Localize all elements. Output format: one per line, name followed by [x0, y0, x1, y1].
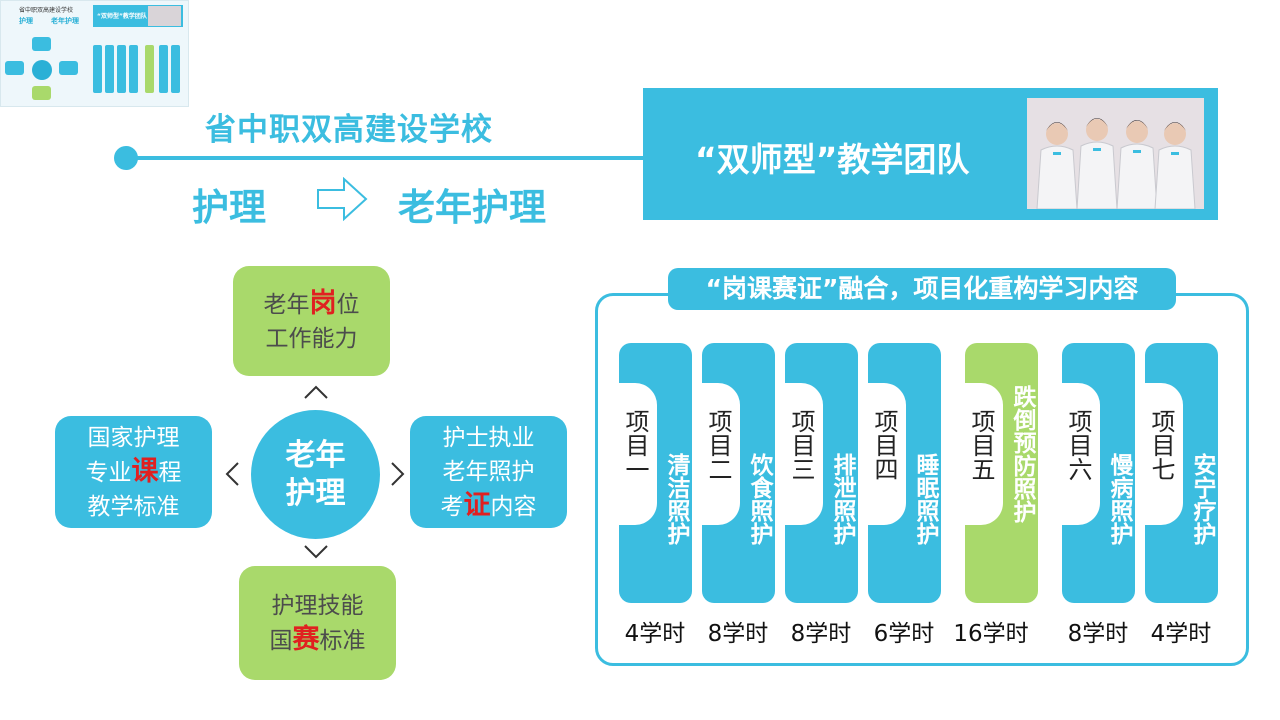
thumb-column	[145, 45, 154, 93]
project-name: 清洁照护	[663, 453, 689, 545]
hollow-right-arrow-icon	[317, 177, 368, 221]
project-tab	[1145, 383, 1183, 525]
text-span: 内容	[490, 493, 537, 520]
project-number: 项目五	[967, 409, 995, 481]
project-card-1[interactable]: 项目一 清洁照护	[619, 343, 692, 603]
chevron-right-icon	[391, 462, 405, 486]
thumb-school: 省中职双高建设学校	[19, 7, 74, 14]
text-span: 国	[269, 627, 293, 654]
thumb-to: 老年护理	[51, 17, 79, 25]
from-major-label: 护理	[192, 186, 266, 229]
project-name: 饮食照护	[746, 453, 772, 545]
text-span: 程	[158, 459, 182, 486]
project-hours-1: 4学时	[624, 621, 686, 647]
project-name: 跌倒预防照护	[1009, 385, 1035, 523]
slide-thumbnail[interactable]: 省中职双高建设学校 护理 老年护理 “双师型”教学团队	[0, 0, 189, 107]
highlight-char-ke: 课	[131, 455, 159, 487]
project-tab	[785, 383, 823, 525]
highlight-char-zheng: 证	[463, 489, 491, 521]
project-hours-4: 6学时	[873, 621, 935, 647]
chevron-left-icon	[225, 462, 239, 486]
thumb-column	[105, 45, 114, 93]
project-tab	[868, 383, 906, 525]
project-card-4[interactable]: 项目四 睡眠照护	[868, 343, 941, 603]
center-line2: 护理	[285, 475, 346, 511]
chevron-up-icon	[304, 385, 328, 399]
project-name: 睡眠照护	[912, 453, 938, 545]
certificate-line3: 考证内容	[441, 489, 537, 524]
timeline-dot	[114, 146, 138, 170]
course-standard-line2: 专业课程	[86, 455, 182, 490]
text-span: 专业	[85, 459, 132, 486]
project-tab	[619, 383, 657, 525]
thumb-column	[171, 45, 180, 93]
text-span: 标准	[319, 627, 366, 654]
course-standard-line3: 教学标准	[87, 493, 180, 520]
project-number: 项目四	[870, 409, 898, 481]
text-span: 考	[440, 493, 464, 520]
thumb-team-photo	[148, 6, 181, 26]
thumb-column	[159, 45, 168, 93]
thumb-column	[93, 45, 102, 93]
panel-title: “岗课赛证”融合，项目化重构学习内容	[705, 274, 1139, 303]
project-tab	[1062, 383, 1100, 525]
panel-title-bar	[668, 268, 1176, 310]
competition-line1: 护理技能	[271, 592, 364, 619]
timeline-line	[130, 156, 645, 160]
project-number: 项目七	[1147, 409, 1175, 481]
team-title: “双师型”教学团队	[695, 140, 970, 179]
text-span: 位	[336, 291, 360, 318]
project-hours-6: 8学时	[1067, 621, 1129, 647]
chevron-down-icon	[304, 545, 328, 559]
project-name: 安宁疗护	[1189, 453, 1215, 545]
certificate-box: 护士执业 老年照护 考证内容	[410, 416, 567, 528]
team-photo-figures	[1027, 98, 1204, 209]
job-ability-line2: 工作能力	[265, 325, 358, 352]
center-line1: 老年	[285, 437, 346, 473]
project-number: 项目二	[704, 409, 732, 481]
thumb-center-circle	[32, 60, 52, 80]
competition-box: 护理技能 国赛标准	[239, 566, 396, 680]
certificate-line1: 护士执业	[442, 424, 535, 451]
text-span: 老年	[263, 291, 310, 318]
project-number: 项目一	[621, 409, 649, 481]
project-hours-5: 16学时	[953, 621, 1029, 647]
project-number: 项目六	[1064, 409, 1092, 481]
project-tab	[965, 383, 1003, 525]
school-title: 省中职双高建设学校	[205, 112, 493, 148]
project-card-6[interactable]: 项目六 慢病照护	[1062, 343, 1135, 603]
certificate-line2: 老年照护	[442, 458, 535, 485]
course-standard-box: 国家护理 专业课程 教学标准	[55, 416, 212, 528]
project-card-7[interactable]: 项目七 安宁疗护	[1145, 343, 1218, 603]
thumb-team: “双师型”教学团队	[97, 13, 147, 20]
project-tab	[702, 383, 740, 525]
highlight-char-sai: 赛	[292, 623, 320, 655]
thumb-from: 护理	[19, 17, 33, 25]
project-hours-7: 4学时	[1150, 621, 1212, 647]
competition-line2: 国赛标准	[270, 623, 366, 658]
thumb-column	[117, 45, 126, 93]
center-circle: 老年 护理	[251, 410, 380, 539]
thumb-box	[32, 37, 51, 51]
project-card-2[interactable]: 项目二 饮食照护	[702, 343, 775, 603]
project-hours-3: 8学时	[790, 621, 852, 647]
project-name: 慢病照护	[1106, 453, 1132, 545]
thumb-box	[5, 61, 24, 75]
project-card-5[interactable]: 项目五 跌倒预防照护	[965, 343, 1038, 603]
project-card-3[interactable]: 项目三 排泄照护	[785, 343, 858, 603]
project-name: 排泄照护	[829, 453, 855, 545]
course-standard-line1: 国家护理	[87, 424, 180, 451]
team-photo	[1027, 98, 1204, 209]
job-ability-box: 老年岗位 工作能力	[233, 266, 390, 376]
to-major-label: 老年护理	[398, 186, 546, 229]
thumb-box	[59, 61, 78, 75]
thumb-column	[129, 45, 138, 93]
thumb-box	[32, 86, 51, 100]
highlight-char-gang: 岗	[309, 287, 337, 319]
project-hours-2: 8学时	[707, 621, 769, 647]
project-number: 项目三	[787, 409, 815, 481]
job-ability-line1: 老年岗位	[264, 287, 360, 322]
